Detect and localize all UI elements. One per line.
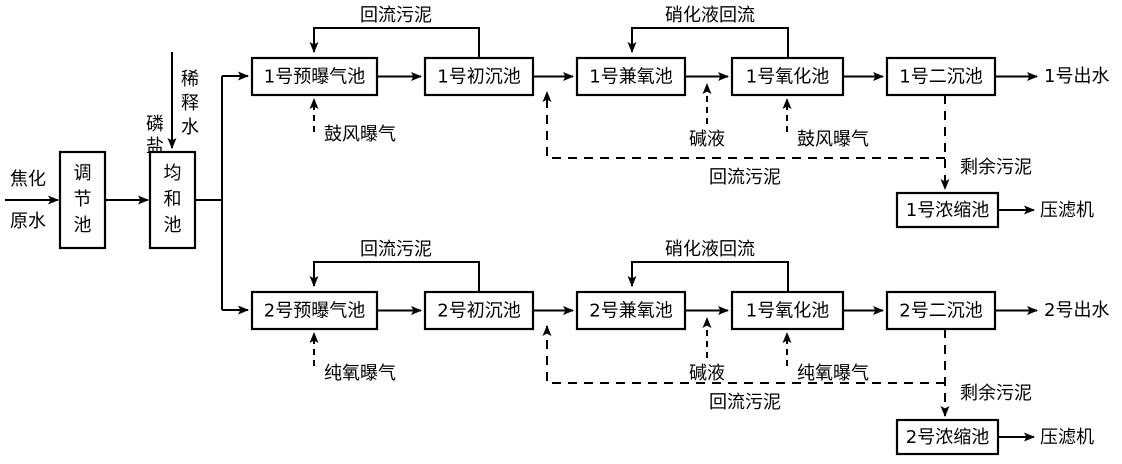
box-bottom-preaeration[interactable] (250, 290, 379, 331)
bottom-pure-oxygen-1-label: 纯氧曝气 (324, 363, 396, 384)
box-top-thickener[interactable] (895, 191, 1000, 229)
bottom-return-sludge-top-label: 回流污泥 (360, 239, 432, 260)
box-junhe-ch2: 和 (164, 189, 182, 210)
box-bottom-oxidation-label: 1号氧化池 (746, 301, 829, 322)
box-top-oxidation-label: 1号氧化池 (746, 67, 829, 88)
box-bottom-preaeration-label: 2号预曝气池 (264, 301, 365, 322)
flow-splitter (195, 71, 249, 315)
top-return-sludge-loop (542, 91, 945, 159)
bottom-return-sludge-loop (542, 325, 945, 384)
box-top-oxidation[interactable] (730, 56, 845, 97)
dosing-dilution-ch2: 释 (181, 93, 199, 114)
top-excess-sludge-label: 剩余污泥 (960, 157, 1032, 178)
box-bottom-thickener-label: 2号浓缩池 (906, 427, 989, 448)
inlet-label-line1: 焦化 (10, 169, 46, 190)
dosing-dilution-ch3: 水 (181, 117, 199, 138)
box-top-anoxic-label: 1号兼氧池 (589, 67, 672, 88)
top-blower-aeration-2-label: 鼓风曝气 (797, 129, 869, 150)
top-filter-press-label: 压滤机 (1040, 200, 1094, 221)
box-bottom-secondary[interactable] (885, 290, 997, 331)
box-junhe-ch1: 均 (164, 163, 182, 184)
box-junhe-ch3: 池 (164, 215, 182, 236)
box-top-thickener-label: 1号浓缩池 (906, 200, 989, 221)
bottom-effluent-label: 2号出水 (1044, 300, 1109, 321)
dosing-phosphate-ch1: 磷 (146, 114, 164, 135)
box-top-preaeration[interactable] (250, 56, 379, 97)
box-top-primary-label: 1号初沉池 (437, 67, 520, 88)
bottom-nitrate-recycle-label: 硝化液回流 (665, 239, 755, 260)
top-nitrate-recycle-label: 硝化液回流 (665, 5, 755, 26)
bottom-filter-press-label: 压滤机 (1040, 427, 1094, 448)
box-top-secondary[interactable] (885, 56, 997, 97)
dosing-dilution-ch1: 稀 (181, 69, 199, 90)
box-bottom-secondary-label: 2号二沉池 (899, 301, 982, 322)
bottom-return-sludge-bracket (309, 261, 480, 292)
top-return-sludge-bottom-label: 回流污泥 (709, 167, 781, 188)
top-return-sludge-top-label: 回流污泥 (360, 5, 432, 26)
bottom-alkali-label: 碱液 (689, 363, 725, 384)
top-alkali-label: 碱液 (689, 129, 725, 150)
top-blower-aeration-1-label: 鼓风曝气 (324, 124, 396, 145)
box-tiaojie-ch1: 调 (74, 163, 92, 184)
bottom-excess-sludge-label: 剩余污泥 (960, 383, 1032, 404)
inlet-label-line2: 原水 (10, 211, 46, 232)
box-tiaojie-ch3: 池 (74, 215, 92, 236)
bottom-pure-oxygen-2-label: 纯氧曝气 (797, 363, 869, 384)
top-effluent-label: 1号出水 (1044, 66, 1109, 87)
box-bottom-thickener[interactable] (895, 418, 1000, 456)
box-bottom-primary[interactable] (423, 290, 535, 331)
box-bottom-anoxic-label: 2号兼氧池 (589, 301, 672, 322)
box-tiaojie-ch2: 节 (74, 189, 92, 210)
top-nitrate-recycle-bracket (627, 27, 789, 58)
box-bottom-primary-label: 2号初沉池 (437, 301, 520, 322)
bottom-nitrate-recycle-bracket (627, 261, 789, 292)
box-bottom-anoxic[interactable] (575, 290, 687, 331)
box-top-preaeration-label: 1号预曝气池 (264, 67, 365, 88)
bottom-return-sludge-bottom-label: 回流污泥 (709, 392, 781, 413)
box-top-secondary-label: 1号二沉池 (899, 67, 982, 88)
box-top-primary[interactable] (423, 56, 535, 97)
top-return-sludge-bracket (309, 27, 480, 58)
